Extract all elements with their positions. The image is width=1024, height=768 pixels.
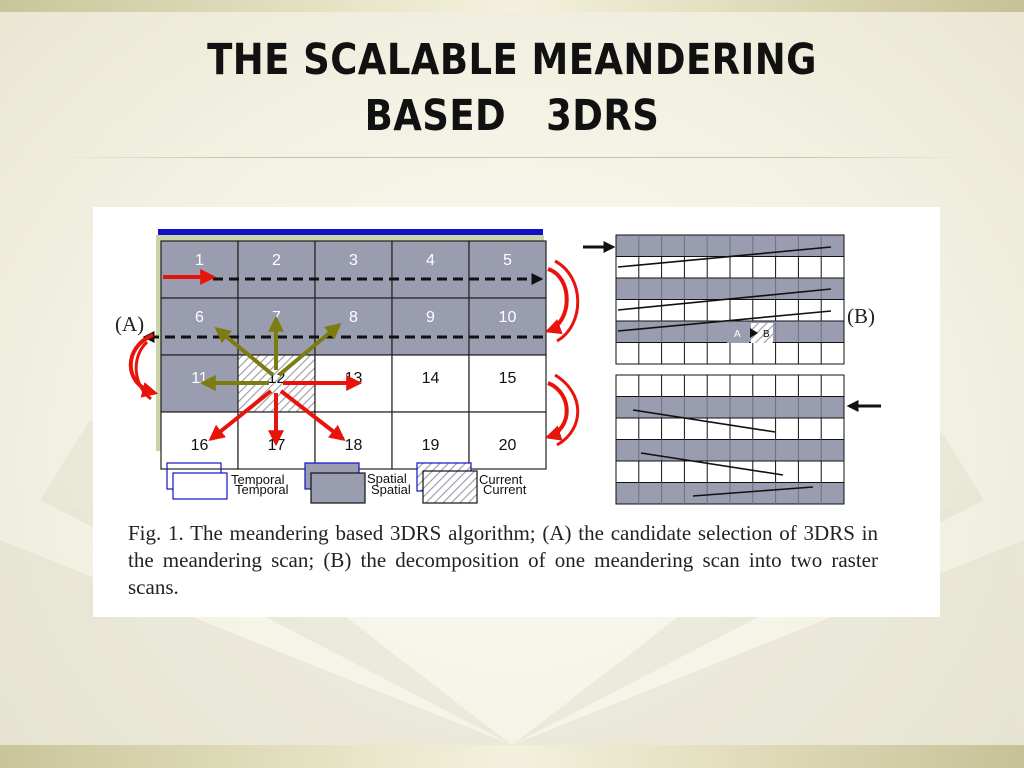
- legend-current-swatch-2: [422, 470, 478, 504]
- grid-block-number: 18: [345, 437, 363, 454]
- grid-block-number: 10: [499, 309, 517, 326]
- raster-marker-a-cell: [727, 323, 749, 343]
- top-border-band: [0, 0, 1024, 12]
- grid-block: [468, 240, 547, 299]
- legend-spatial-swatch-2: [310, 472, 366, 504]
- legend-spatial-label-shadow: Spatial: [371, 482, 411, 497]
- legend-spatial-label: Spatial: [367, 471, 407, 486]
- meander-arrow-left: [128, 333, 159, 398]
- grid-block: [468, 297, 547, 356]
- grid-block-number: 15: [499, 370, 517, 387]
- raster-scan-bottom: [615, 374, 845, 505]
- raster-marker-arrow: [750, 328, 758, 338]
- grid-block: [237, 240, 316, 299]
- label-a: (A): [115, 312, 144, 336]
- grid-block-number: 16: [191, 437, 209, 454]
- grid-block: [314, 411, 393, 470]
- grid-block-number: 20: [499, 437, 517, 454]
- raster-scan-path: [692, 486, 814, 497]
- candidate-arrow-16: [208, 389, 273, 441]
- candidate-arrow-8: [277, 322, 342, 377]
- grid-block: [160, 297, 239, 356]
- grid-block-number: 2: [272, 252, 281, 269]
- label-b: (B): [847, 304, 875, 328]
- grid-block-number: 6: [195, 309, 204, 326]
- grid-block-number: 8: [349, 309, 358, 326]
- grid-block-number: 14: [422, 370, 440, 387]
- title-divider: [50, 157, 974, 158]
- legend-temporal-label: Temporal: [231, 472, 285, 487]
- grid-block: [314, 240, 393, 299]
- meander-arrow-left-2: [134, 340, 152, 401]
- grid-block: [391, 240, 470, 299]
- legend-temporal-swatch-2: [172, 472, 228, 500]
- raster-marker-b-cell: [751, 323, 773, 343]
- legend-current-label-shadow: Current: [483, 482, 527, 497]
- grid-block: [160, 240, 239, 299]
- figure-caption: Fig. 1. The meandering based 3DRS algori…: [128, 521, 878, 599]
- grid-block-number: 3: [349, 252, 358, 269]
- title-line-2: BASED 3DRS: [364, 91, 660, 141]
- grid-block: [468, 354, 547, 413]
- grid-block-number: 4: [426, 252, 435, 269]
- grid-block: [391, 354, 470, 413]
- meander-arrow-right-1: [544, 267, 569, 335]
- raster-scan-path: [617, 288, 832, 311]
- legend: Temporal Temporal Spatial Spatial Curren…: [166, 462, 527, 504]
- legend-current-label: Current: [479, 472, 523, 487]
- grid-block: [468, 411, 547, 470]
- candidate-arrows: [199, 315, 363, 447]
- raster-scan-top: [615, 234, 845, 365]
- grid-block-number: 9: [426, 309, 435, 326]
- meander-arrow-right-3: [544, 381, 569, 441]
- raster-marker-a: A: [734, 329, 741, 340]
- grid-block-number: 19: [422, 437, 440, 454]
- title-line-1: THE SCALABLE MEANDERING: [207, 35, 817, 85]
- grid-block-number: 1: [195, 252, 204, 269]
- grid-block-number: 5: [503, 252, 512, 269]
- raster-marker-b: B: [763, 329, 770, 340]
- grid-block: [391, 297, 470, 356]
- slide-title: THE SCALABLE MEANDERING BASED 3DRS: [72, 32, 953, 144]
- legend-temporal-label-shadow: Temporal: [235, 482, 289, 497]
- raster-scan-path: [617, 310, 832, 332]
- bottom-border-band: [0, 745, 1024, 768]
- meander-arrow-right-4: [554, 373, 580, 447]
- raster-scan-path: [617, 246, 832, 268]
- raster-scan-path: [632, 409, 776, 433]
- meander-arrow-right-2: [554, 259, 580, 343]
- grid-block: [314, 297, 393, 356]
- candidate-arrow-6: [214, 326, 275, 377]
- candidate-arrow-18: [279, 389, 346, 441]
- raster-scan-path: [640, 452, 784, 476]
